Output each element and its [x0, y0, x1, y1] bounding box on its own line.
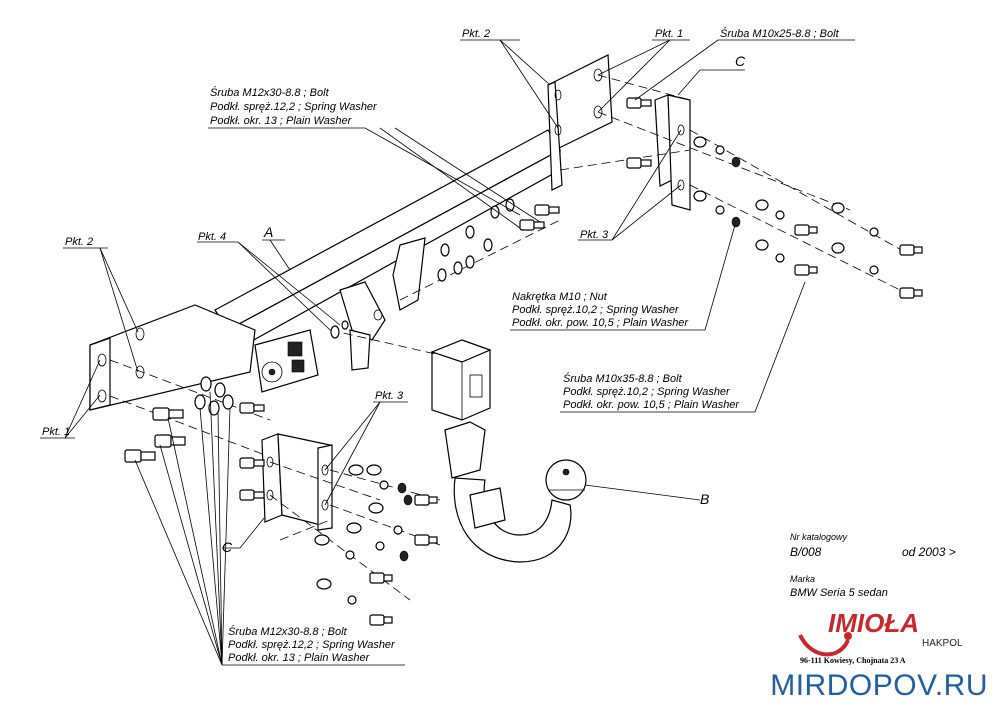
brand-name: IMIOŁA	[828, 608, 919, 638]
bolt	[794, 264, 818, 276]
bolt	[794, 224, 818, 236]
label-pkt1-top: Pkt. 1	[655, 28, 683, 40]
hardware	[124, 97, 923, 626]
label-pkt4: Pkt. 4	[198, 231, 226, 243]
labels: Pkt. 2 Pkt. 1 Śruba M10x25-8.8 ; Bolt C …	[42, 27, 840, 664]
hook-logo-icon	[798, 634, 850, 657]
bolt	[124, 449, 156, 463]
label-pkt3-top: Pkt. 3	[580, 229, 609, 241]
bolt	[369, 572, 393, 584]
crossbar-a	[214, 129, 561, 353]
socket-plate	[254, 329, 319, 393]
bolt	[626, 97, 652, 109]
label-a: A	[263, 224, 273, 240]
note-nut-plain-washer: Podkł. okr. pow. 10,5 ; Plain Washer	[512, 317, 689, 329]
label-pkt1-left: Pkt. 1	[42, 426, 70, 438]
catalog-info: Nr katalogowy B/008 od 2003 > Marka BMW …	[790, 532, 956, 599]
bolt	[626, 157, 652, 169]
note-top-plain-washer: Podkł. okr. 13 ; Plain Washer	[210, 115, 353, 127]
note-bottom-spring-washer: Podkł. spręż.12,2 ; Spring Washer	[228, 639, 396, 651]
label-c-bottom: C	[222, 539, 233, 555]
watermark: MIRDOPOV.RU	[770, 669, 988, 702]
bolt	[239, 457, 265, 469]
bolt	[899, 244, 923, 256]
bolt	[239, 489, 265, 501]
bolt	[414, 494, 438, 506]
label-pkt3-bottom: Pkt. 3	[375, 390, 404, 402]
catalog-nr-value: B/008	[790, 545, 822, 559]
note-nut: Nakrętka M10 ; Nut	[512, 291, 608, 303]
bolt	[519, 219, 545, 231]
brand-address: 96-111 Kowiesy, Chojnata 23 A	[800, 656, 906, 665]
bolt	[154, 434, 186, 448]
brand-sub: HAKPOL	[922, 638, 963, 649]
note-m10x35-spring-washer: Podkł. spręż.10,2 ; Spring Washer	[563, 386, 731, 398]
note-bottom-plain-washer: Podkł. okr. 13 ; Plain Washer	[228, 652, 371, 664]
note-bottom-bolt: Śruba M12x30-8.8 ; Bolt	[228, 625, 348, 638]
right-mounting-plate	[547, 54, 613, 191]
note-top-bolt: Śruba M12x30-8.8 ; Bolt	[210, 86, 330, 99]
note-m10x35-plain-washer: Podkł. okr. pow. 10,5 ; Plain Washer	[563, 399, 740, 411]
note-nut-spring-washer: Podkł. spręż.10,2 ; Spring Washer	[512, 304, 680, 316]
label-b: B	[700, 491, 709, 507]
note-m10x35-bolt: Śruba M10x35-8.8 ; Bolt	[563, 372, 683, 385]
note-bolt-m10x25: Śruba M10x25-8.8 ; Bolt	[720, 27, 840, 40]
left-mounting-plate	[89, 304, 256, 411]
ball-holder-block	[430, 339, 492, 421]
center-bracket	[339, 237, 426, 371]
leader-lines	[40, 39, 855, 666]
bolt	[534, 204, 560, 216]
detachable-towball-b	[444, 421, 587, 563]
note-top-spring-washer: Podkł. spręż.12,2 ; Spring Washer	[210, 101, 378, 113]
bolt	[152, 407, 184, 421]
bolt	[899, 287, 923, 299]
label-c-top: C	[735, 53, 746, 69]
bolt	[369, 614, 393, 626]
bolt	[239, 402, 265, 414]
catalog-since: od 2003 >	[902, 545, 956, 559]
label-pkt2-left: Pkt. 2	[65, 236, 93, 248]
catalog-marka-label: Marka	[790, 574, 815, 584]
right-side-bracket-c	[654, 94, 691, 211]
catalog-marka-value: BMW Seria 5 sedan	[790, 587, 888, 599]
catalog-nr-label: Nr katalogowy	[790, 532, 848, 542]
label-pkt2-top: Pkt. 2	[462, 28, 490, 40]
bolt	[414, 534, 438, 546]
brand-logo: IMIOŁA HAKPOL 96-111 Kowiesy, Chojnata 2…	[798, 608, 963, 665]
